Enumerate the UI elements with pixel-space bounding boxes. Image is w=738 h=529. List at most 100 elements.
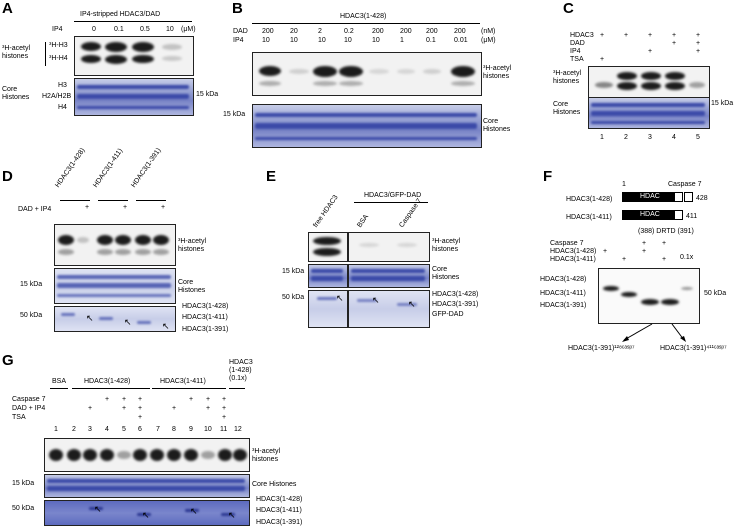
panel-b-coomassie	[252, 104, 482, 148]
panel-a-core-label: Core	[2, 86, 18, 93]
panel-g-coomassie	[44, 474, 250, 498]
panel-c-kda: 15 kDa	[711, 100, 734, 107]
panel-e-arrow: ↖	[336, 293, 344, 303]
panel-a-ip4-label: IP4	[52, 26, 63, 33]
panel-f-tail2	[684, 192, 693, 202]
panel-c-row-label: IP4	[570, 48, 581, 55]
panel-b-ip4-value: 1	[400, 37, 404, 44]
panel-b-kda: 15 kDa	[223, 111, 246, 118]
panel-g-extra3: (0.1x)	[229, 375, 247, 382]
panel-b-core-label2: Histones	[483, 126, 511, 133]
panel-d-construct: HDAC3(1-391)	[130, 147, 163, 189]
panel-b-dad-value: 200	[262, 28, 274, 35]
panel-g-marker1: HDAC3(1-428)	[256, 496, 303, 503]
panel-g-arrow: ↖	[142, 510, 150, 520]
panel-c-mark: +	[648, 32, 653, 39]
panel-d-acetyl-label: ³H-acetyl	[178, 238, 207, 245]
panel-g-group428: HDAC3(1-428)	[84, 378, 131, 385]
panel-g-arrow: ↖	[94, 504, 102, 514]
panel-c-coomassie	[588, 97, 710, 129]
panel-e-marker3: GFP-DAD	[432, 311, 464, 318]
panel-d-arrow: ↖	[86, 313, 94, 323]
panel-c-autorad	[588, 66, 710, 98]
panel-c-mark: +	[672, 32, 677, 39]
panel-f-mark: +	[662, 256, 667, 263]
panel-f-caspase-title: Caspase 7	[668, 181, 702, 188]
panel-g-row-label: Caspase 7	[12, 396, 46, 403]
panel-g-mark: +	[122, 396, 127, 403]
panel-a-conc: 0	[92, 26, 96, 33]
panel-g-lane-number: 12	[234, 426, 242, 433]
panel-g-marker3: HDAC3(1-391)	[256, 519, 303, 526]
panel-c-lane-number: 2	[624, 134, 628, 141]
panel-f-domain-bar1	[622, 192, 674, 202]
panel-d-core-label: Core	[178, 279, 194, 286]
panel-d-plus: +	[85, 204, 90, 211]
panel-c-mark: +	[696, 32, 701, 39]
panel-c-acetyl-label: ³H-acetyl	[553, 70, 582, 77]
panel-e-autorad	[348, 232, 430, 262]
panel-d-kda50: 50 kDa	[20, 312, 43, 319]
panel-f-marker2: HDAC3(1-411)	[540, 290, 586, 297]
panel-g-kda15: 15 kDa	[12, 480, 35, 487]
panel-d-acetyl-label2: histones	[178, 246, 205, 253]
panel-b-autorad	[252, 52, 482, 96]
panel-d-coomassie	[54, 268, 176, 304]
panel-b-dad-value: 200	[372, 28, 384, 35]
panel-d-plus: +	[123, 204, 128, 211]
panel-b-dad-value: 200	[400, 28, 412, 35]
panel-e-gel50-free	[308, 290, 348, 328]
panel-b-dad-value: 2	[318, 28, 322, 35]
panel-f-construct2: HDAC3(1-411)	[566, 214, 612, 221]
panel-a-core-h4: H4	[58, 104, 67, 111]
panel-a-acetyl-label: ³H-acetyl	[2, 45, 31, 52]
panel-g-mark: +	[138, 396, 143, 403]
panel-e-coomassie	[348, 264, 430, 288]
panel-f-mark: +	[622, 256, 627, 263]
panel-d-arrow: ↖	[124, 317, 132, 327]
panel-e-header: HDAC3/GFP-DAD	[364, 192, 422, 199]
panel-f-gel	[598, 268, 700, 324]
panel-g-lane-number: 3	[88, 426, 92, 433]
panel-g-lane-number: 2	[72, 426, 76, 433]
panel-f-product2: HDAC3(1-391)⁴¹¹ᶜᵃˢᵖ⁷	[660, 345, 727, 352]
panel-g-mark: +	[138, 414, 143, 421]
panel-f-end411: 411	[686, 213, 698, 220]
panel-e-core-label2: Histones	[432, 274, 460, 281]
panel-c-acetyl-label2: histones	[553, 78, 580, 85]
panel-f-kda50: 50 kDa	[704, 290, 727, 297]
panel-a-core-h2a: H2A/H2B	[42, 93, 72, 100]
panel-g-mark: +	[222, 414, 227, 421]
panel-g-gel50	[44, 500, 250, 526]
panel-e-autorad-free	[308, 232, 348, 262]
panel-b-unit-nm: (nM)	[481, 28, 496, 35]
panel-a-kda: 15 kDa	[196, 91, 219, 98]
panel-f-mark: +	[642, 240, 647, 247]
panel-g-extra2: (1-428)	[229, 367, 252, 374]
panel-a-h3: ³H-H3	[49, 42, 68, 49]
panel-g-kda50: 50 kDa	[12, 505, 35, 512]
panel-d-gel50	[54, 306, 176, 332]
panel-f-tenth: 0.1x	[680, 254, 694, 261]
panel-g-mark: +	[105, 396, 110, 403]
panel-g-lane-number: 5	[122, 426, 126, 433]
panel-g-acetyl-label2: histones	[252, 456, 279, 463]
panel-g-arrow: ↖	[228, 510, 236, 520]
panel-e-arrow: ↖	[408, 299, 416, 309]
panel-g-lane-number: 4	[105, 426, 109, 433]
panel-d-plus: +	[161, 204, 166, 211]
panel-d-marker2: HDAC3(1-411)	[182, 314, 228, 321]
panel-g-row-label: TSA	[12, 414, 26, 421]
panel-f-mark: +	[662, 240, 667, 247]
panel-e-acetyl-label2: histones	[432, 246, 459, 253]
panel-a-acetyl-label2: histones	[2, 53, 29, 60]
panel-b-acetyl-label: ³H-acetyl	[483, 65, 512, 72]
panel-b-dad-label: DAD	[233, 28, 248, 35]
panel-b-ip4-value: 10	[318, 37, 326, 44]
panel-g-mark: +	[172, 405, 177, 412]
panel-d-autorad	[54, 224, 176, 266]
panel-g-mark: +	[88, 405, 93, 412]
panel-c-letter: C	[563, 0, 574, 17]
panel-g-mark: +	[138, 405, 143, 412]
panel-c-row-label: HDAC3	[570, 32, 594, 39]
